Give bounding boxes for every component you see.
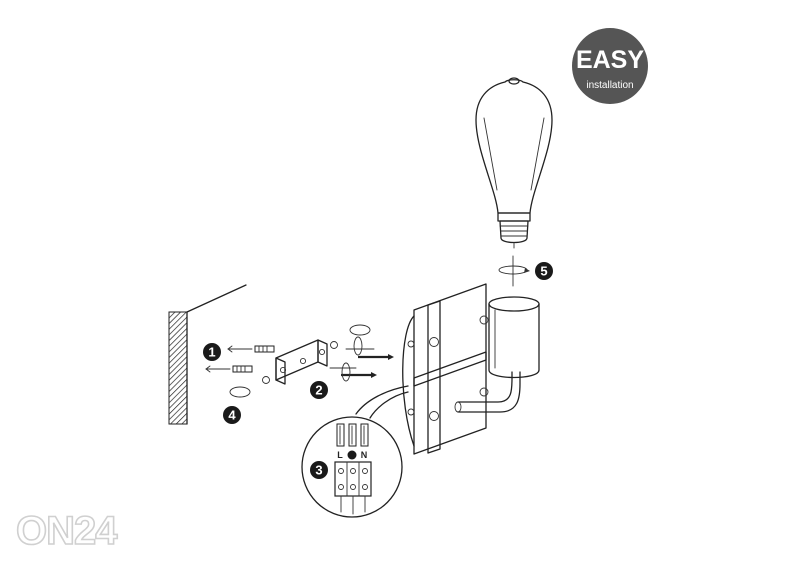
badge-subtitle: installation — [586, 80, 633, 91]
step-2-number: 2 — [315, 383, 322, 398]
step-2-marker: 2 — [310, 381, 328, 399]
mounting-bracket — [275, 339, 328, 385]
step-3-number: 3 — [315, 463, 322, 478]
watermark-logo: ON24 — [16, 509, 118, 553]
lamp-socket — [488, 296, 540, 379]
terminal-block-detail: L N — [301, 385, 409, 518]
wall — [168, 284, 247, 425]
wall-plugs — [205, 345, 275, 373]
bulb-rotation-arrow — [498, 255, 530, 287]
bracket-screws — [229, 324, 394, 398]
wall-plate — [402, 283, 489, 455]
step-5-number: 5 — [540, 264, 547, 279]
terminal-label-n: N — [361, 450, 368, 460]
step-1-number: 1 — [208, 345, 215, 360]
light-bulb — [475, 77, 553, 249]
step-4-marker: 4 — [223, 406, 241, 424]
step-5-marker: 5 — [535, 262, 553, 280]
step-1-marker: 1 — [203, 343, 221, 361]
terminal-label-l: L — [337, 450, 343, 460]
easy-installation-badge: EASY installation — [572, 28, 648, 104]
step-3-marker: 3 — [310, 461, 328, 479]
step-4-number: 4 — [228, 408, 236, 423]
badge-title: EASY — [576, 46, 644, 74]
